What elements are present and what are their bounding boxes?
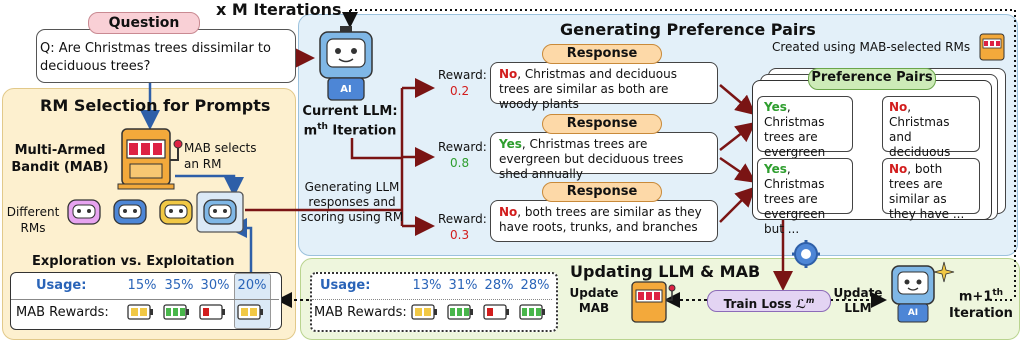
response-tab: Response <box>542 44 662 64</box>
pairs-tab: Preference Pairs <box>808 68 936 90</box>
blue-robot-icon <box>113 199 147 225</box>
iterations-label: x M Iterations <box>216 0 342 19</box>
left-usage-label: Usage: <box>36 278 87 293</box>
response-box: No, Christmas and deciduous trees are si… <box>490 62 718 111</box>
next-iteration-line1: m+1th <box>958 288 1004 305</box>
green-battery-icon <box>519 304 545 320</box>
updating-title: Updating LLM & MAB <box>570 262 761 281</box>
lightblue-robot-icon <box>203 199 237 225</box>
mab-label: Multi-Armed Bandit (MAB) <box>11 143 109 175</box>
right-usage-value: 31% <box>448 278 478 293</box>
response-tab: Response <box>542 114 662 134</box>
right-usage-label: Usage: <box>320 278 371 293</box>
yellow-battery-icon <box>127 304 153 320</box>
left-usage-value: 15% <box>127 278 157 293</box>
preference-title: Generating Preference Pairs <box>560 20 816 39</box>
pair-card: Yes, Christmas trees are evergreen but .… <box>757 158 853 236</box>
green-battery-icon <box>447 304 473 320</box>
left-usage-value: 20% <box>237 278 267 293</box>
current-llm-line2: mth Iteration <box>303 122 397 139</box>
current-llm-ai: AI <box>340 84 352 95</box>
train-loss-box: Train Loss ℒm <box>707 290 831 312</box>
right-usage-value: 13% <box>412 278 442 293</box>
right-usage-value: 28% <box>520 278 550 293</box>
right-rewards-label: MAB Rewards: <box>314 305 407 320</box>
next-llm-ai: AI <box>907 308 919 318</box>
left-selected-column <box>234 273 271 329</box>
created-note: Created using MAB-selected RMs <box>772 40 971 54</box>
exploration-title: Exploration vs. Exploitation <box>32 254 235 269</box>
reward-label: Reward: <box>438 212 487 226</box>
mab-to-rm-arrow <box>175 174 244 197</box>
green-battery-icon <box>163 304 189 320</box>
question-text: Q: Are Christmas trees dissimilar to dec… <box>40 41 271 74</box>
pair-card: No, both trees are similar as they have … <box>882 158 980 221</box>
current-llm-line1: Current LLM: <box>302 104 398 119</box>
update-llm-label: Update LLM <box>833 286 883 315</box>
reward-label: Reward: <box>438 68 487 82</box>
reward-value: 0.8 <box>450 156 470 170</box>
left-usage-value: 35% <box>164 278 194 293</box>
right-usage-box <box>310 272 558 332</box>
reward-value: 0.3 <box>450 228 470 242</box>
update-mab-label: Update MAB <box>569 286 619 315</box>
reward-value: 0.2 <box>450 84 470 98</box>
response-tab: Response <box>542 182 662 202</box>
different-rms-label: Different RMs <box>6 205 60 235</box>
next-iteration-line2: Iteration <box>949 306 1013 321</box>
red-battery-icon <box>199 304 225 320</box>
rm-selection-title: RM Selection for Prompts <box>40 96 271 115</box>
yellow-battery-icon <box>411 304 437 320</box>
right-usage-value: 28% <box>484 278 514 293</box>
question-tab: Question <box>88 12 200 34</box>
pink-robot-icon <box>67 199 101 225</box>
generation-caption: Generating LLM responses and scoring usi… <box>300 180 404 224</box>
yellow-battery-icon <box>237 304 263 320</box>
llm-to-generation-line <box>350 138 402 160</box>
red-battery-icon <box>483 304 509 320</box>
iteration-loop-line <box>350 9 1016 300</box>
mab-selects-label: MAB selects an RM <box>184 141 257 171</box>
response-box: No, both trees are similar as they have … <box>490 200 718 242</box>
reward-label: Reward: <box>438 140 487 154</box>
response-box: Yes, Christmas trees are evergreen but d… <box>490 132 718 181</box>
yellow-robot-icon <box>159 199 193 225</box>
left-usage-value: 30% <box>200 278 230 293</box>
left-rewards-label: MAB Rewards: <box>16 305 109 320</box>
